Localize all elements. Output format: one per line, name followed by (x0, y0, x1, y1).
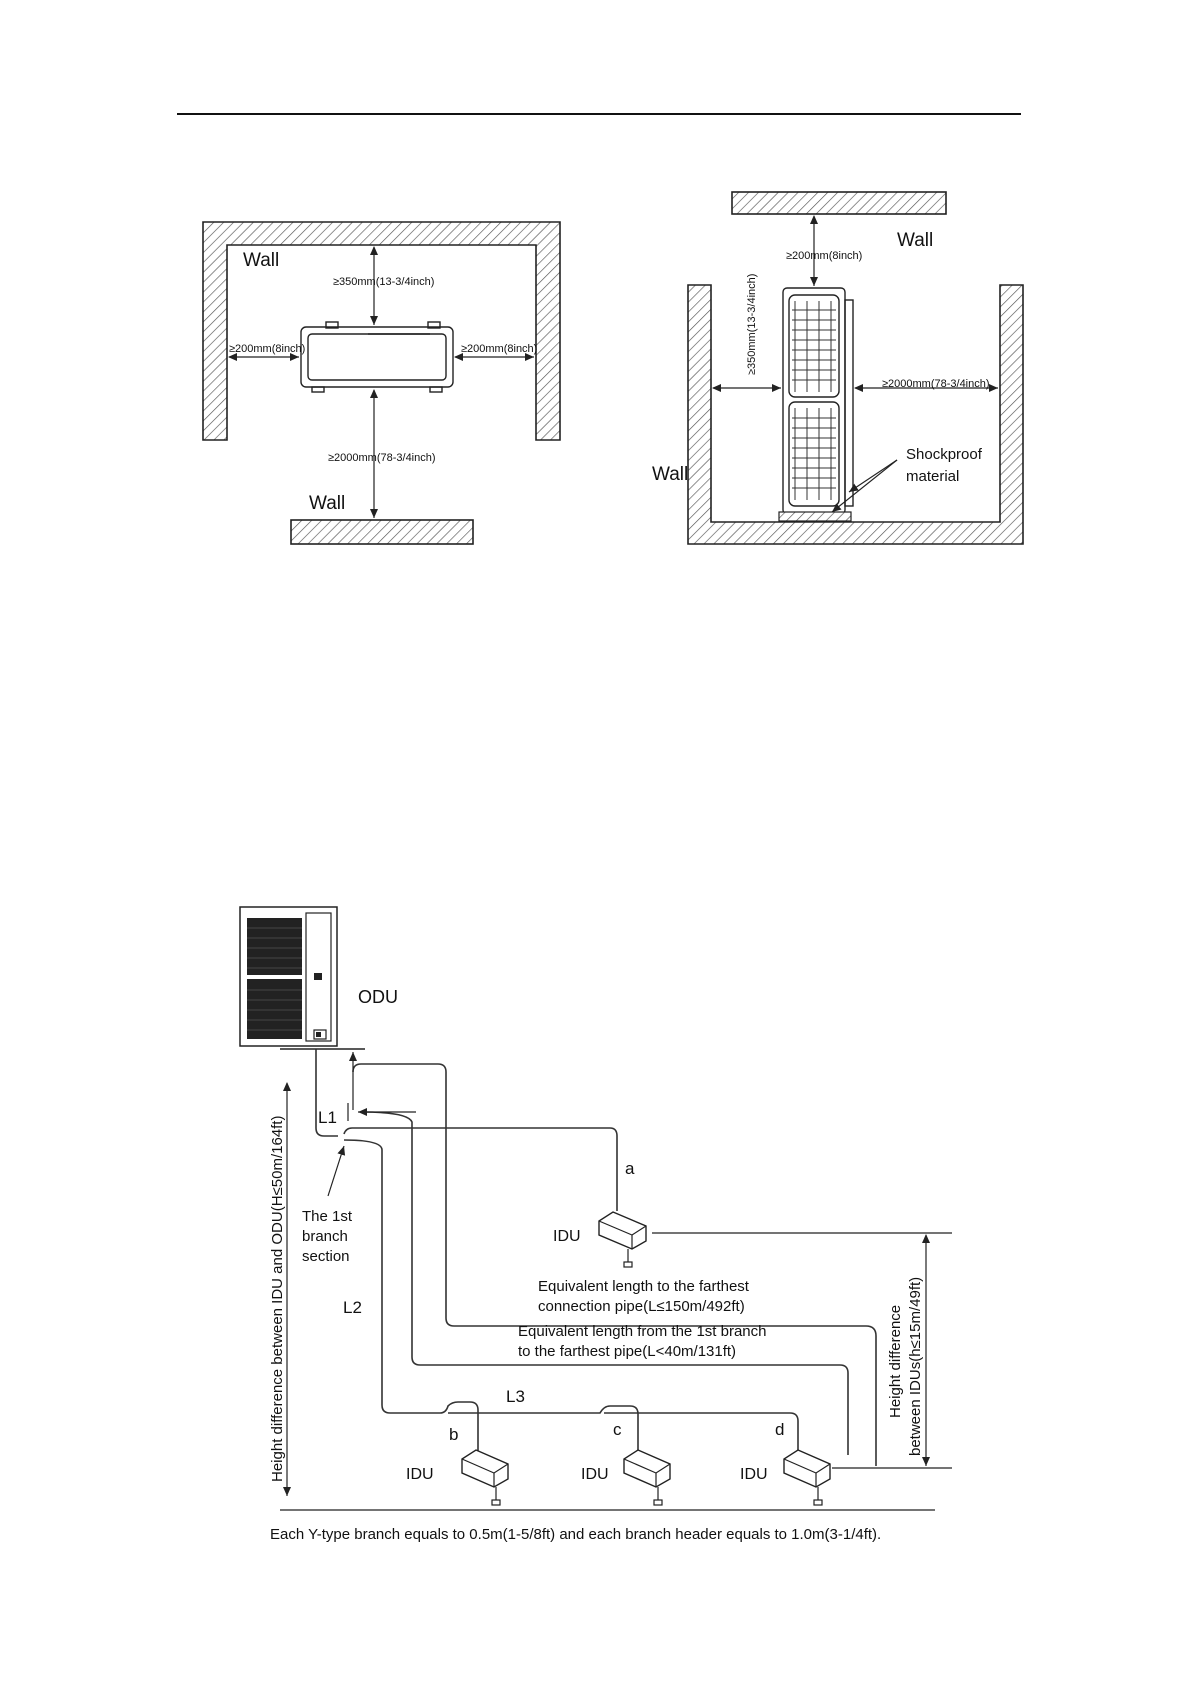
height-diff-idu-odu-label: Height difference between IDU and ODU(H≤… (269, 1116, 286, 1482)
label-d: d (775, 1420, 784, 1439)
side-clearance-left-label: ≥350mm(13-3/4inch) (746, 274, 758, 375)
clearance-top-label: ≥350mm(13-3/4inch) (333, 276, 434, 288)
clearance-left-label: ≥200mm(8inch) (229, 343, 305, 355)
equiv-length-farthest-2: connection pipe(L≤150m/492ft) (538, 1298, 745, 1315)
odu-unit (239, 906, 338, 1047)
l2-label: L2 (343, 1298, 362, 1317)
clearance-right-label: ≥200mm(8inch) (461, 343, 537, 355)
height-diff-idus-label-2: between IDUs(h≤15m/49ft) (907, 1277, 924, 1456)
wall-u-side (687, 284, 1024, 545)
wall-label-top: Wall (243, 250, 279, 271)
idu-d (783, 1449, 831, 1506)
outdoor-unit-top-view (300, 321, 454, 393)
footnote: Each Y-type branch equals to 0.5m(1-5/8f… (270, 1526, 881, 1543)
side-clearance-top-label: ≥200mm(8inch) (786, 250, 862, 262)
shockproof-pad (778, 511, 852, 522)
pipe-l3 (448, 1405, 639, 1450)
pipe-route-from-branch (361, 1111, 849, 1455)
shockproof-label-2: material (906, 468, 959, 485)
pipe-l2-down (343, 1139, 479, 1451)
idu-c-label: IDU (581, 1466, 609, 1483)
label-b: b (449, 1425, 458, 1444)
pipe-route-farthest (352, 1063, 877, 1466)
idu-a (598, 1211, 647, 1268)
clearance-side-view: Wall Wall ≥200mm(8inch) ≥350mm(13-3/4inc… (652, 191, 1024, 545)
wall-u-shape (202, 221, 561, 441)
equiv-length-branch-1: Equivalent length from the 1st branch (518, 1323, 766, 1340)
clearance-top-view: Wall Wall ≥350mm(13-3/4inch) ≥200mm(8inc… (202, 221, 561, 545)
shockproof-leader-2 (831, 459, 898, 513)
outdoor-unit-side-view (778, 287, 854, 522)
branch-leader (327, 1145, 346, 1197)
branch-label-2: branch (302, 1228, 348, 1245)
odu-label: ODU (358, 987, 398, 1007)
l3-label: L3 (506, 1387, 525, 1406)
wall-bottom (290, 519, 474, 545)
piping-diagram: ODU L1 L2 L3 a b c d IDU IDU IDU IDU The… (239, 906, 952, 1543)
pipe-to-d (604, 1412, 799, 1451)
l1-label: L1 (318, 1108, 337, 1127)
label-a: a (625, 1159, 635, 1178)
wall-label-ceiling: Wall (897, 230, 933, 251)
branch-label-1: The 1st (302, 1208, 353, 1225)
idu-b-label: IDU (406, 1466, 434, 1483)
idu-b (461, 1449, 509, 1506)
idu-d-label: IDU (740, 1466, 768, 1483)
label-c: c (613, 1420, 622, 1439)
branch-label-3: section (302, 1248, 350, 1265)
idu-c (623, 1449, 671, 1506)
equiv-length-branch-2: to the farthest pipe(L<40m/131ft) (518, 1343, 736, 1360)
wall-label-left: Wall (652, 464, 688, 485)
wall-label-bottom: Wall (309, 493, 345, 514)
clearance-bottom-label: ≥2000mm(78-3/4inch) (328, 452, 436, 464)
idu-a-label: IDU (553, 1228, 581, 1245)
wall-ceiling (731, 191, 947, 215)
side-clearance-right-label: ≥2000mm(78-3/4inch) (882, 378, 990, 390)
shockproof-label-1: Shockproof (906, 446, 983, 463)
pipe-main-outer (315, 1049, 338, 1137)
pipe-to-a (343, 1127, 618, 1211)
height-diff-idus-label-1: Height difference (887, 1305, 904, 1418)
equiv-length-farthest-1: Equivalent length to the farthest (538, 1278, 750, 1295)
shockproof-leader-1 (848, 459, 898, 493)
